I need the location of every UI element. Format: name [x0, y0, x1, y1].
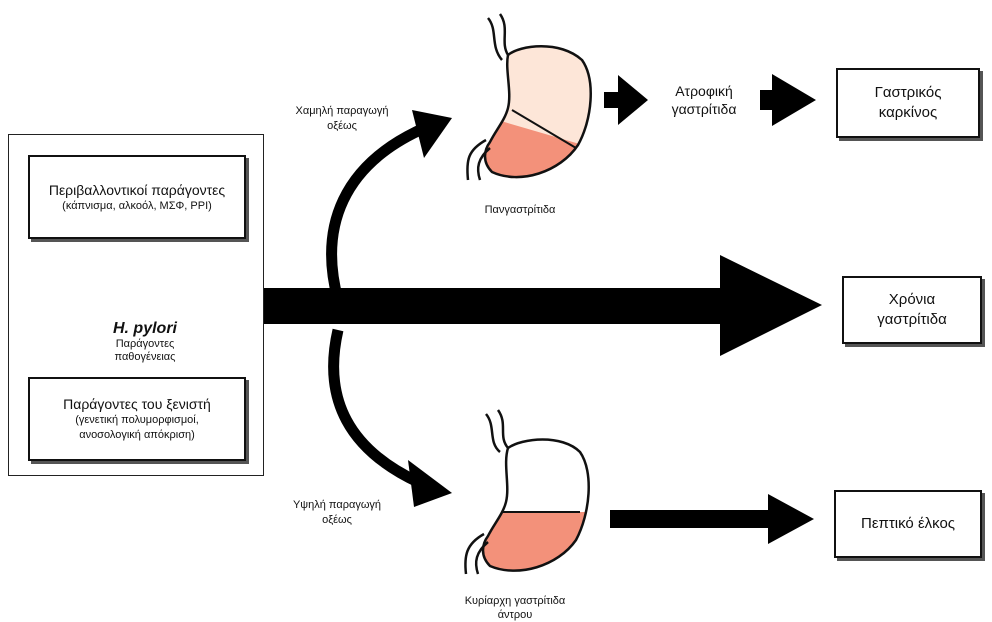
- chronic-line2: γαστρίτιδα: [877, 310, 947, 330]
- environmental-factors-title: Περιβαλλοντικοί παράγοντες: [49, 181, 225, 199]
- arrow-to-ulcer: [610, 494, 814, 544]
- pathogen-name: H. pylori: [90, 320, 200, 338]
- stomach-icon: [467, 14, 600, 200]
- gastric-cancer-box: Γαστρικός καρκίνος: [836, 68, 980, 138]
- cancer-line2: καρκίνος: [879, 103, 937, 123]
- atrophic-line2: γαστρίτιδα: [648, 100, 760, 118]
- pathogen-sub2: παθογένειας: [90, 351, 200, 364]
- low-acid-line1: Χαμηλή παραγωγή: [262, 104, 422, 119]
- curved-arrow-high-acid: [334, 330, 452, 507]
- pathogen-label: H. pylori Παράγοντες παθογένειας: [90, 320, 200, 364]
- atrophic-gastritis-label: Ατροφική γαστρίτιδα: [648, 82, 760, 118]
- cancer-line1: Γαστρικός: [875, 83, 942, 103]
- high-acid-label: Υψηλή παραγωγή οξέως: [262, 498, 412, 528]
- low-acid-label: Χαμηλή παραγωγή οξέως: [262, 104, 422, 134]
- chronic-line1: Χρόνια: [889, 290, 935, 310]
- ulcer-line1: Πεπτικό έλκος: [861, 514, 955, 534]
- host-factors-box: Παράγοντες του ξενιστή (γενετική πολυμορ…: [28, 377, 246, 461]
- pangastritis-caption: Πανγαστρίτιδα: [460, 202, 580, 218]
- pathogen-sub1: Παράγοντες: [90, 338, 200, 351]
- stomach-icon: [465, 410, 610, 600]
- environmental-factors-box: Περιβαλλοντικοί παράγοντες (κάπνισμα, αλ…: [28, 155, 246, 239]
- curved-arrow-low-acid: [332, 110, 452, 300]
- low-acid-line2: οξέως: [262, 119, 422, 134]
- host-factors-title: Παράγοντες του ξενιστή: [63, 395, 211, 413]
- chronic-gastritis-box: Χρόνια γαστρίτιδα: [842, 276, 982, 344]
- host-factors-detail2: ανοσολογική απόκριση): [79, 428, 195, 443]
- antral-gastritis-caption: Κυρίαρχη γαστρίτιδα άντρου: [430, 594, 600, 622]
- antral-caption-line2: άντρου: [430, 608, 600, 622]
- peptic-ulcer-box: Πεπτικό έλκος: [834, 490, 982, 558]
- arrow-to-cancer: [760, 74, 816, 126]
- high-acid-line2: οξέως: [262, 513, 412, 528]
- high-acid-line1: Υψηλή παραγωγή: [262, 498, 412, 513]
- host-factors-detail1: (γενετική πολυμορφισμοί,: [75, 413, 199, 428]
- main-arrow: [263, 255, 822, 356]
- arrow-to-atrophic: [604, 75, 648, 125]
- atrophic-line1: Ατροφική: [648, 82, 760, 100]
- antral-caption-line1: Κυρίαρχη γαστρίτιδα: [430, 594, 600, 608]
- environmental-factors-detail: (κάπνισμα, αλκοόλ, ΜΣΦ, PPI): [62, 199, 212, 214]
